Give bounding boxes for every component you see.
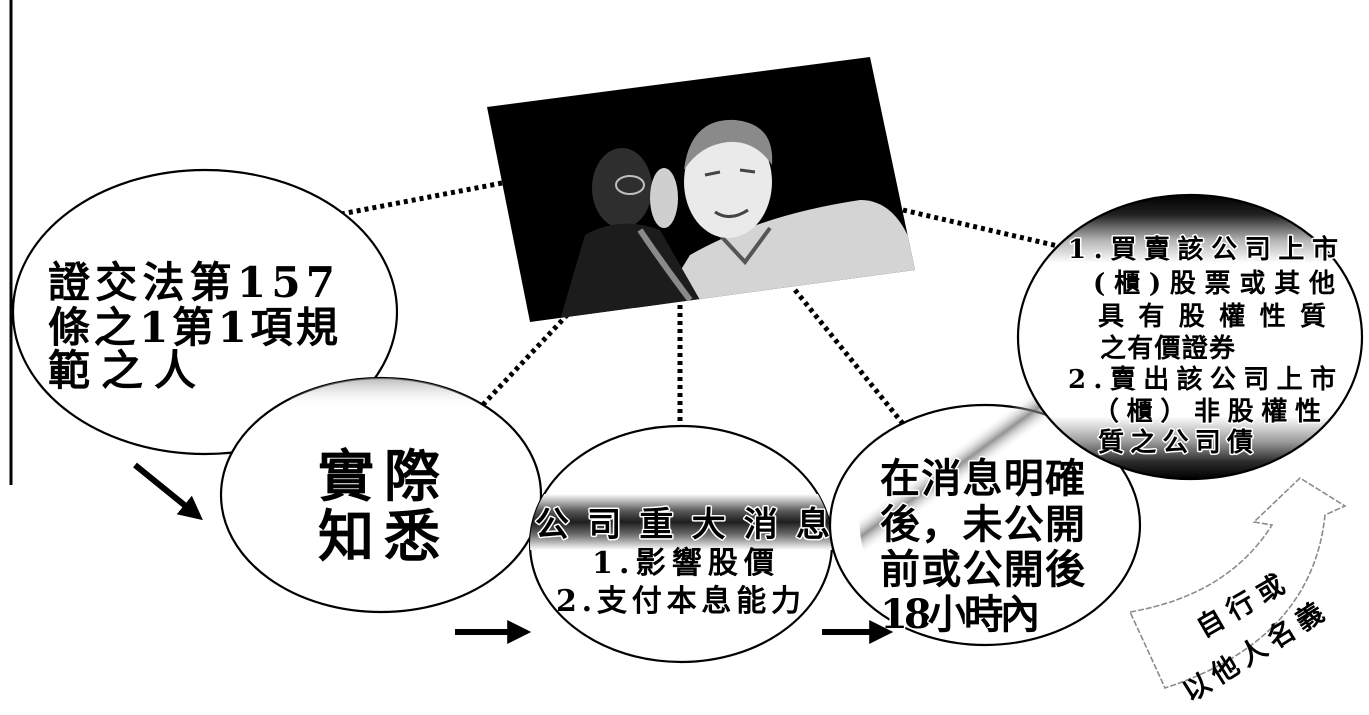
node-timing: 在消息明確 後，未公開 前或公開後 18小時內 [820, 385, 1142, 647]
photo-woman-head [592, 148, 652, 228]
flow-arrows [133, 462, 894, 644]
connector-to-timing [793, 288, 914, 437]
photo-man-features [704, 168, 756, 218]
node-info-item: 1.影響股價 [592, 546, 774, 581]
node-action-line: 1.買賣該公司上市 [1068, 234, 1338, 265]
node-timing-line: 在消息明確 [880, 455, 1085, 502]
whisper-photo [487, 57, 915, 322]
photo-woman-glasses [615, 175, 645, 195]
node-knowledge-ellipse [219, 376, 543, 614]
node-timing-line: 後，未公開 [880, 501, 1085, 548]
node-subject: 證交法第157 條之1第1項規 範之人 [11, 168, 399, 456]
node-action-line: 之有價證券 [1100, 333, 1236, 364]
node-action-line: (櫃)股票或其他 [1093, 269, 1335, 299]
node-subject-line: 證交法第157 [48, 258, 335, 307]
photo-woman-body [560, 223, 700, 320]
node-timing-line: 前或公開後 [880, 546, 1086, 593]
node-info: 公司重大消息 1.影響股價 2.支付本息能力 [528, 424, 834, 664]
node-action-line: （櫃）非股權性 [1093, 397, 1321, 427]
node-info-item: 2.支付本息能力 [556, 584, 801, 619]
node-action: 1.買賣該公司上市 (櫃)股票或其他 具有股權性質 之有價證券 2.賣出該公司上… [1016, 193, 1364, 481]
node-action-ellipse [1016, 193, 1364, 481]
photo-man-collar [718, 226, 772, 266]
node-timing-shading-strip [820, 385, 1060, 573]
node-action-line: 2.賣出該公司上市 [1068, 364, 1336, 395]
node-info-title-band [530, 494, 832, 550]
node-subject-ellipse [11, 168, 399, 456]
photo-man-body [650, 200, 915, 320]
curved-arrow: 自行或 以他人名義 [1128, 476, 1347, 708]
node-timing-ellipse [828, 403, 1142, 647]
node-timing-line: 18小時內 [880, 591, 1040, 638]
photo-man-hair [684, 119, 773, 170]
photo-man-face [684, 126, 772, 238]
node-subject-line: 條之1第1項規 [48, 303, 338, 352]
photo-woman-hand [650, 168, 678, 228]
node-knowledge: 實際 知悉 [219, 376, 543, 614]
connector-to-action [902, 207, 1076, 253]
curved-arrow-outline [1128, 476, 1347, 689]
node-action-line: 質之公司債 [1098, 427, 1253, 458]
node-subject-line: 範之人 [48, 346, 196, 395]
flow-arrow-subject-to-knowledge [133, 462, 203, 521]
photo-woman-arm [637, 228, 693, 302]
